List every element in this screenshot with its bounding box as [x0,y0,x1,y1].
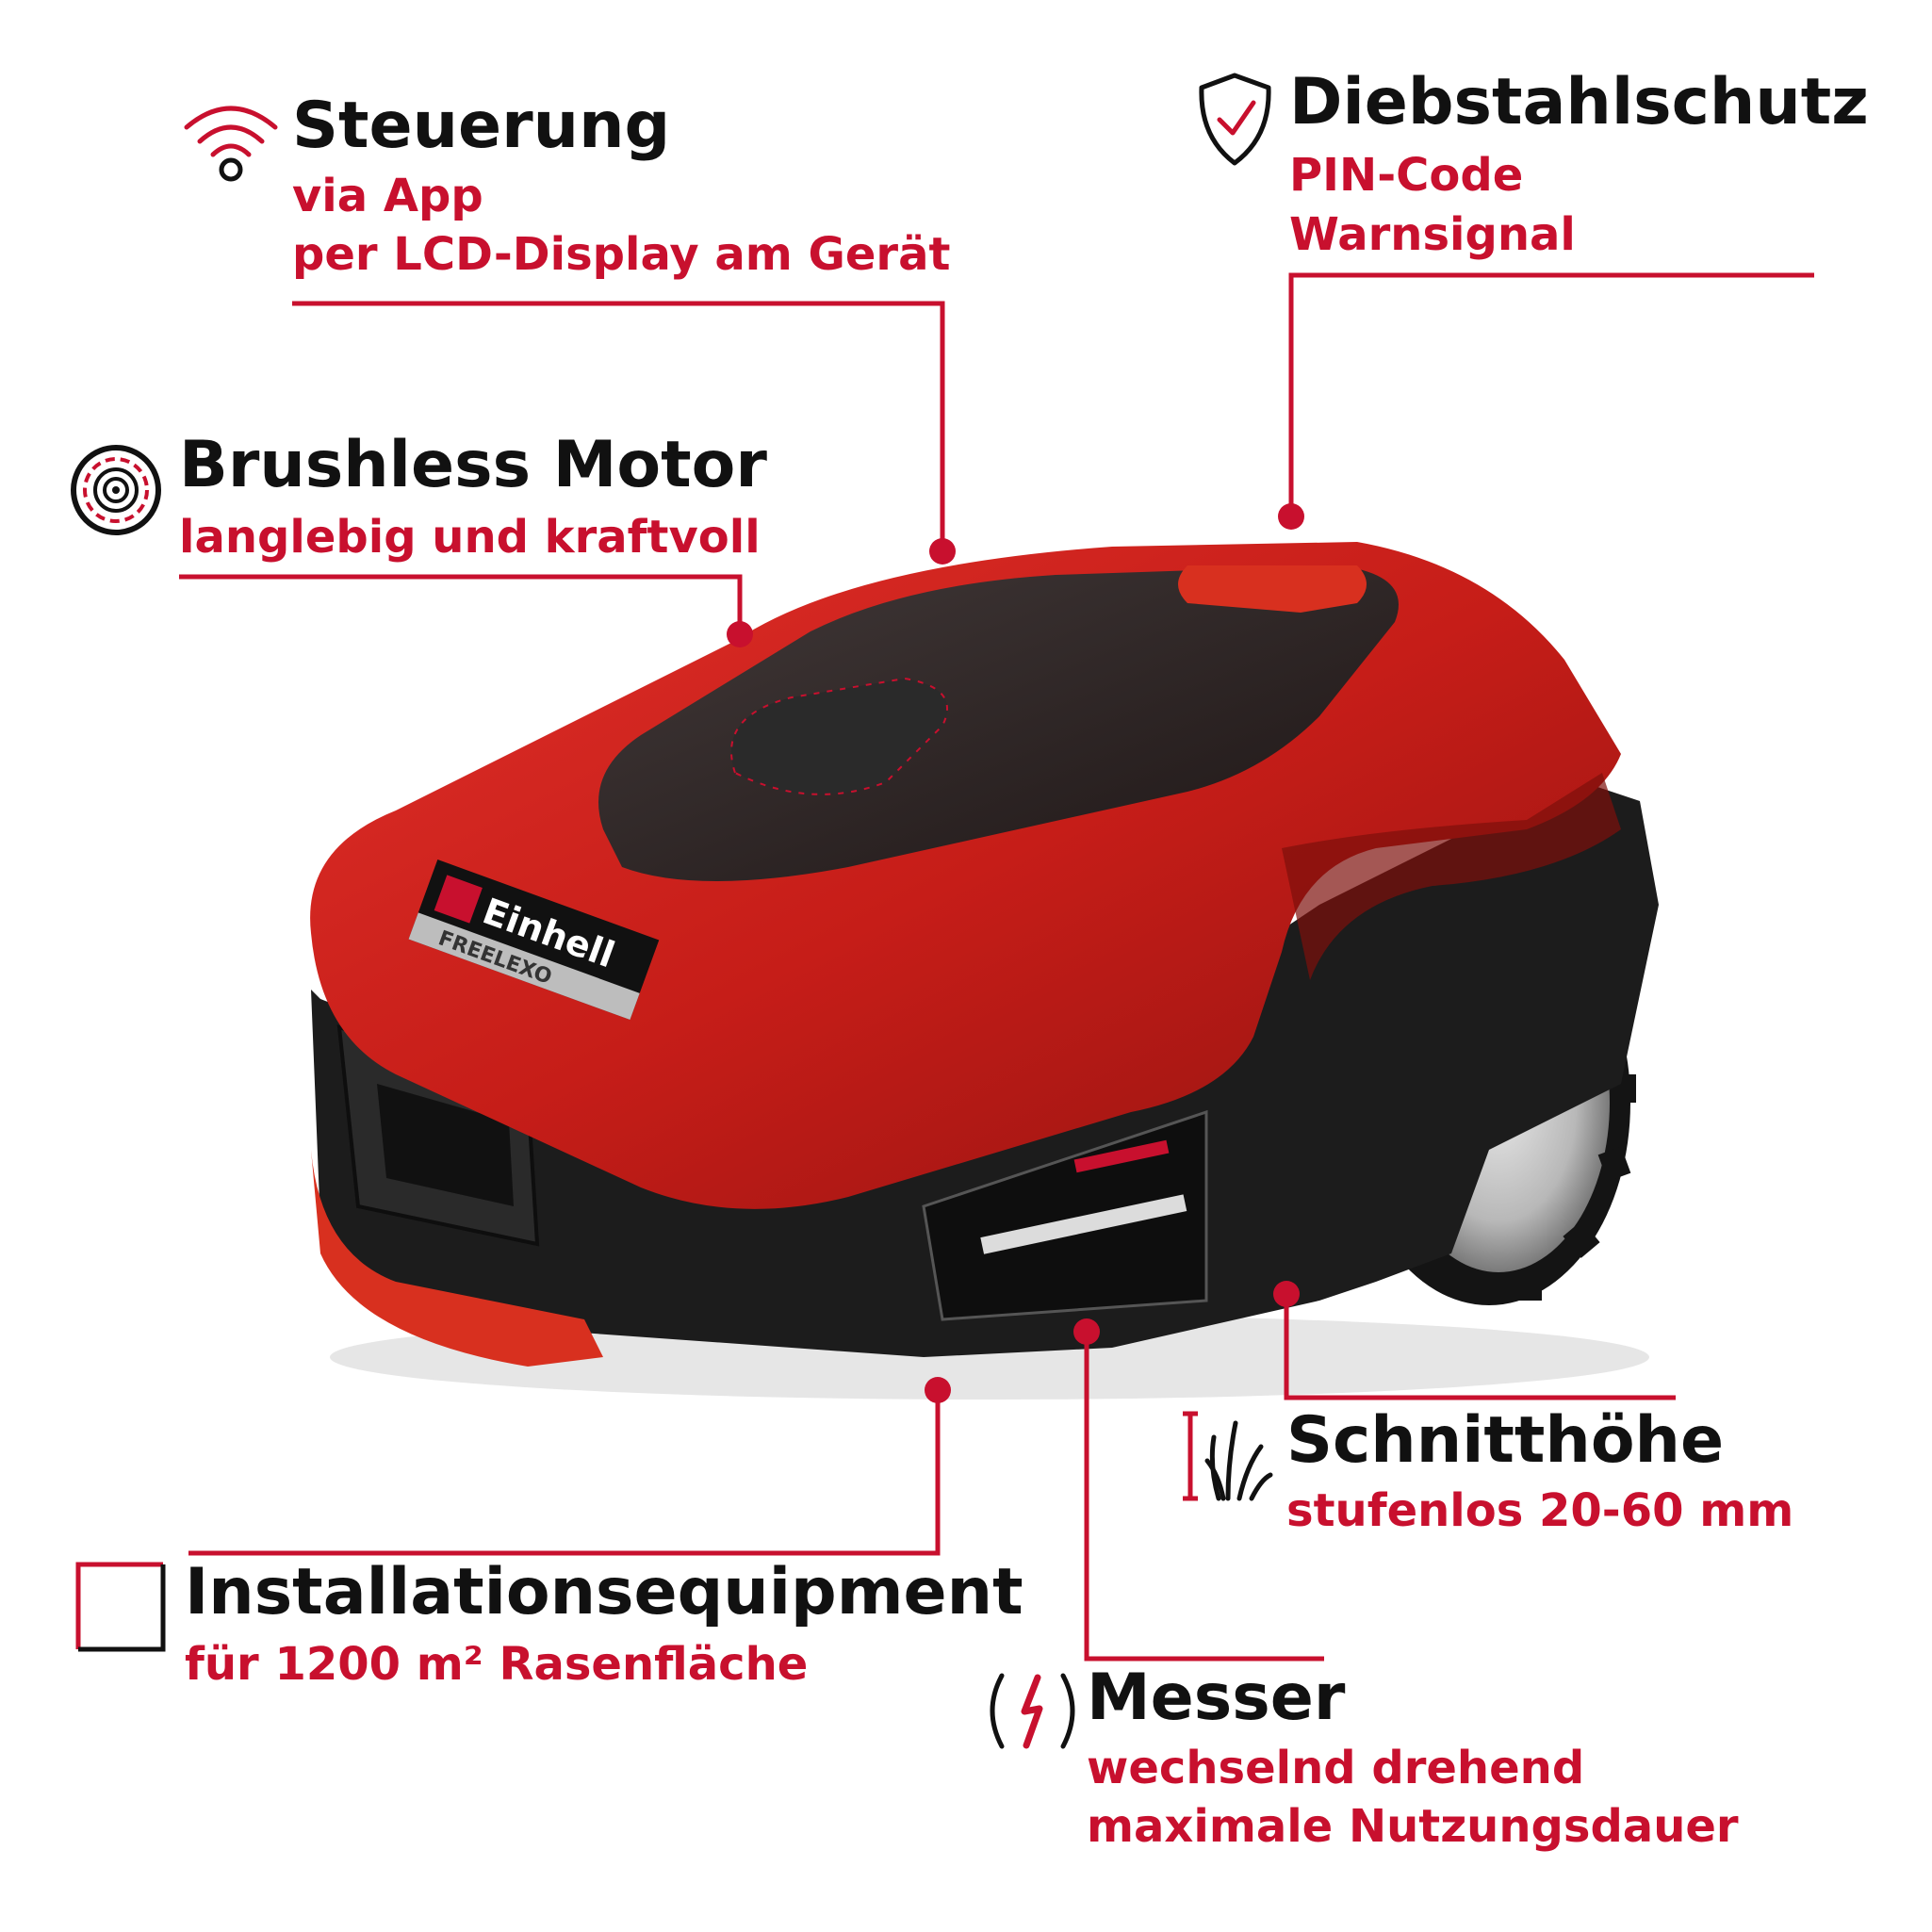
messer-line-2: maximale Nutzungsdauer [1087,1800,1739,1853]
motor-line-1: langlebig und kraftvoll [179,511,761,564]
schnitthoehe-line-1: stufenlos 20-60 mm [1286,1484,1794,1537]
callout-dot-schnitthoehe [1273,1281,1300,1307]
callout-dot-messer [1073,1318,1100,1345]
shield-check-icon [1199,73,1271,166]
blade-icon [990,1673,1075,1749]
schnitthoehe-title: Schnitthöhe [1286,1403,1725,1478]
installation-line-1: für 1200 m² Rasenfläche [185,1638,809,1691]
diebstahlschutz-line-1: PIN-Code [1289,149,1524,202]
area-square-icon [75,1562,166,1652]
messer-title: Messer [1087,1661,1346,1735]
callout-dot-steuerung [929,538,956,565]
motor-title: Brushless Motor [179,428,767,502]
wifi-icon [184,106,278,182]
grass-height-icon [1183,1411,1273,1501]
messer-line-1: wechselnd drehend [1087,1742,1585,1794]
lid [598,565,1399,881]
steuerung-line-2: per LCD-Display am Gerät [292,228,951,281]
motor-icon [71,445,161,535]
steuerung-title: Steuerung [292,89,671,163]
diebstahlschutz-line-2: Warnsignal [1289,208,1576,261]
steuerung-line-1: via App [292,170,483,222]
installation-title: Installationsequipment [185,1555,1023,1629]
diebstahlschutz-title: Diebstahlschutz [1289,65,1869,139]
front-handle [311,1150,603,1367]
callout-dot-motor [727,621,753,647]
callout-dot-diebstahlschutz [1278,503,1304,530]
callout-dot-installation [925,1377,951,1403]
